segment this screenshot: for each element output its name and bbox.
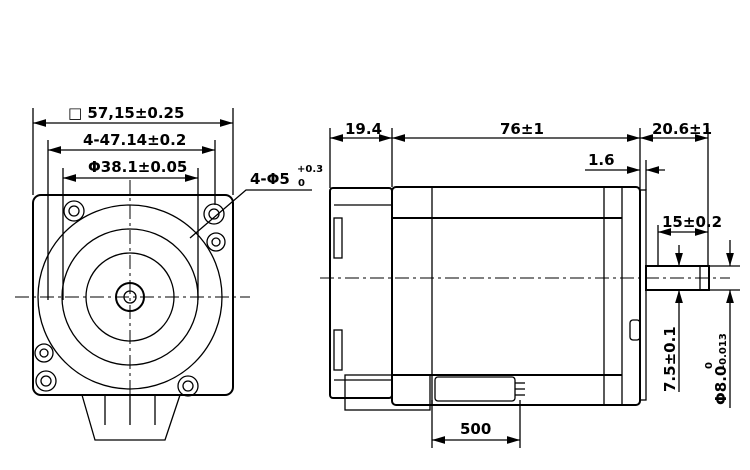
shaft-diameter-label: Φ8.0 — [712, 366, 730, 405]
cable-length-label: 500 — [460, 420, 491, 438]
flat-length-label: 15±0.2 — [662, 213, 722, 231]
pilot-diameter-label: Φ38.1±0.05 — [88, 158, 187, 176]
flange-thickness-label: 1.6 — [588, 151, 615, 169]
hole-tol-upper: +0.3 — [297, 164, 323, 175]
hole-diameter-label: 4-Φ5 — [250, 170, 290, 188]
square-size-label: □ 57,15±0.25 — [68, 104, 184, 122]
hole-tol-lower: 0 — [298, 178, 305, 189]
side-view — [320, 128, 740, 448]
hole-spacing-label: 4-47.14±0.2 — [83, 131, 186, 149]
shaft-tol-upper: 0 — [704, 362, 715, 369]
front-view — [15, 108, 312, 441]
rear-length-label: 19.4 — [345, 120, 382, 138]
flat-depth-label: 7.5±0.1 — [661, 326, 679, 392]
shaft-tol-lower: -0.013 — [718, 333, 729, 369]
shaft-length-label: 20.6±1 — [652, 120, 712, 138]
body-length-label: 76±1 — [500, 120, 544, 138]
mounting-holes — [34, 200, 226, 397]
